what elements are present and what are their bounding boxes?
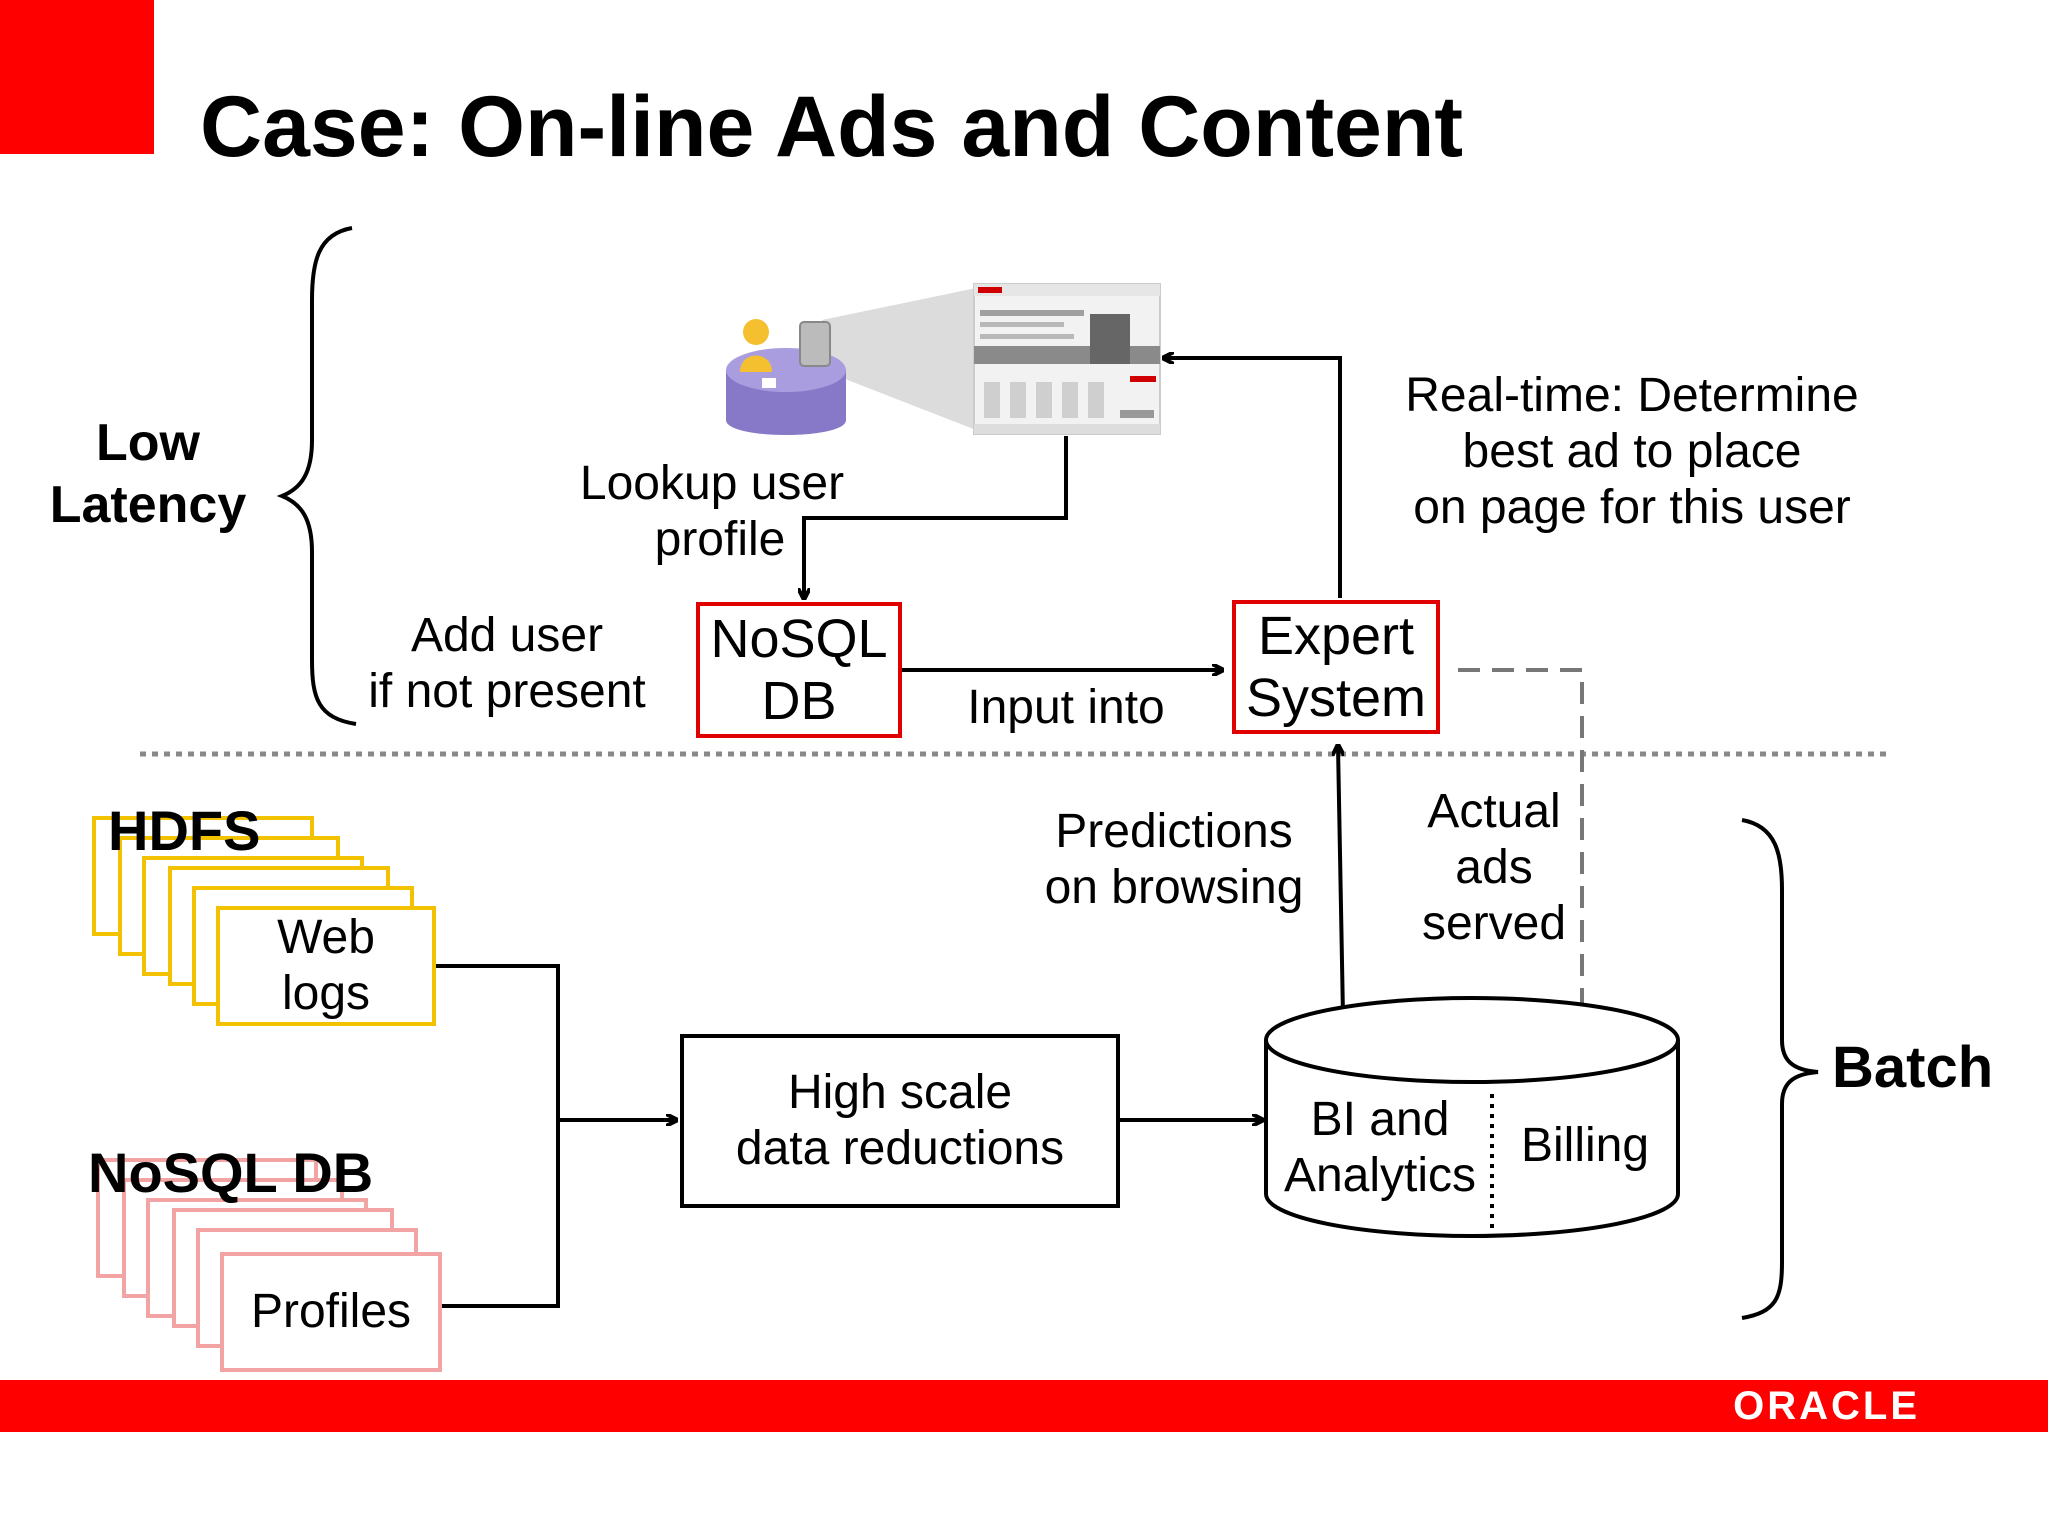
- data-reductions-node: High scale data reductions: [680, 1034, 1120, 1208]
- actual-ads-line3: served: [1421, 897, 1567, 950]
- user-at-computer-icon: [726, 288, 976, 435]
- realtime-line1: Real-time: Determine: [1405, 369, 1859, 422]
- slide-title: Case: On-line Ads and Content: [200, 79, 1463, 175]
- red-corner-accent: [0, 0, 154, 154]
- reductions-line2: data reductions: [735, 1122, 1065, 1175]
- expert-system-node: Expert System: [1232, 600, 1440, 734]
- nosql-db-stack-label: NoSQL DB: [88, 1141, 374, 1204]
- predictions-label: Predictions on browsing: [1030, 804, 1318, 916]
- profiles-node: Profiles: [220, 1252, 442, 1372]
- hdfs-label: HDFS: [108, 799, 261, 862]
- realtime-label: Real-time: Determine best ad to place on…: [1380, 368, 1884, 536]
- nosql-db-node-line2: DB: [761, 671, 837, 731]
- web-page-thumbnail-icon: [973, 283, 1161, 435]
- expert-system-line2: System: [1245, 668, 1427, 728]
- input-into-label: Input into: [967, 681, 1165, 734]
- web-logs-line1: Web: [277, 911, 375, 964]
- oracle-logo: ORACLE: [1733, 1384, 1920, 1428]
- billing-label: Billing: [1520, 1119, 1650, 1172]
- low-latency-line1: Low: [96, 414, 200, 472]
- arrow-lookup-profile: [804, 436, 1068, 598]
- low-latency-brace: [276, 226, 357, 726]
- actual-ads-label: Actual ads served: [1414, 784, 1574, 952]
- arrow-realtime-ad: [1164, 358, 1342, 598]
- actual-ads-line2: ads: [1455, 841, 1533, 894]
- lookup-profile-label: Lookup user profile: [562, 456, 862, 568]
- analytics-database-cylinder: [1264, 996, 1680, 1238]
- batch-brace: [1741, 818, 1819, 1320]
- bi-analytics-line2: Analytics: [1283, 1149, 1477, 1202]
- expert-system-line1: Expert: [1257, 606, 1415, 666]
- arrow-weblogs-merge: [434, 964, 560, 1308]
- predictions-line2: on browsing: [1044, 861, 1304, 914]
- realtime-line2: best ad to place: [1462, 425, 1802, 478]
- add-user-line2: if not present: [368, 665, 646, 718]
- realtime-line3: on page for this user: [1413, 481, 1851, 534]
- web-logs-line2: logs: [281, 967, 371, 1020]
- reductions-line1: High scale: [787, 1066, 1013, 1119]
- low-latency-label: Low Latency: [40, 412, 256, 536]
- bi-analytics-line1: BI and: [1310, 1093, 1450, 1146]
- add-user-label: Add user if not present: [354, 608, 660, 720]
- predictions-line1: Predictions: [1055, 805, 1293, 858]
- lookup-line1: Lookup user: [579, 457, 845, 510]
- lookup-line2: profile: [654, 513, 786, 566]
- arrow-actual-ads-served: [1458, 668, 1582, 1104]
- footer-bar: [0, 1380, 2048, 1432]
- low-latency-line2: Latency: [49, 476, 247, 534]
- bi-analytics-label: BI and Analytics: [1272, 1092, 1488, 1204]
- nosql-db-node: NoSQL DB: [696, 602, 902, 738]
- add-user-line1: Add user: [410, 609, 604, 662]
- nosql-db-node-line1: NoSQL: [710, 609, 888, 669]
- batch-label: Batch: [1832, 1035, 1994, 1100]
- web-logs-node: Web logs: [216, 906, 436, 1026]
- actual-ads-line1: Actual: [1427, 785, 1561, 838]
